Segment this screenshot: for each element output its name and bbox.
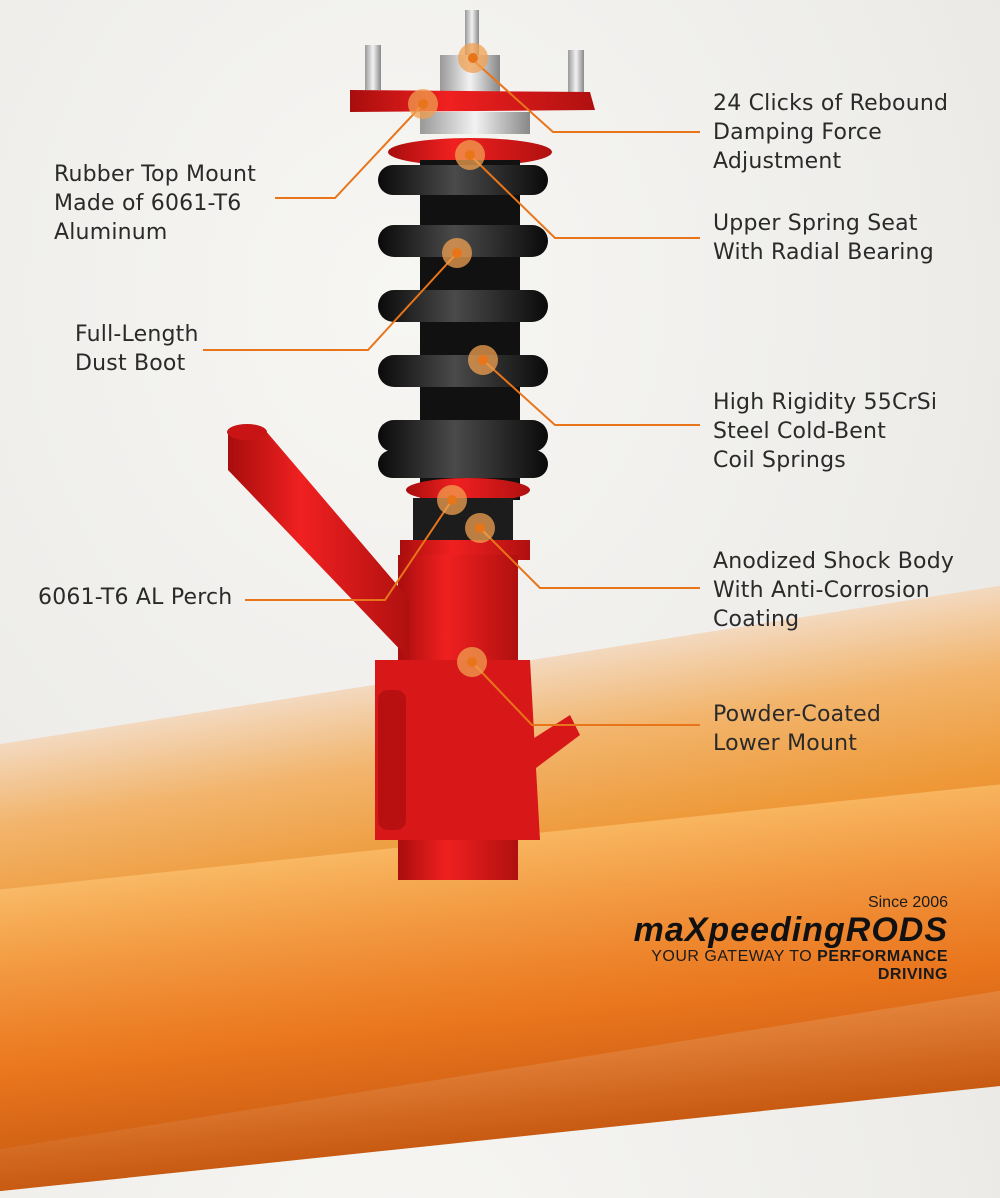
callout-coil-springs: High Rigidity 55CrSi Steel Cold-Bent Coi…: [713, 388, 937, 475]
callout-line: 24 Clicks of Rebound: [713, 91, 949, 116]
callout-line: With Anti-Corrosion: [713, 578, 930, 603]
callout-line: Dust Boot: [75, 351, 186, 376]
callout-rebound-adjustment: 24 Clicks of Rebound Damping Force Adjus…: [713, 89, 948, 176]
callout-line: Powder-Coated: [713, 702, 882, 727]
callout-line: Full-Length: [75, 322, 199, 347]
callout-line: Anodized Shock Body: [713, 549, 955, 574]
callout-upper-spring-seat: Upper Spring Seat With Radial Bearing: [713, 209, 934, 267]
callout-perch: 6061-T6 AL Perch: [38, 583, 232, 612]
callout-top-mount: Rubber Top Mount Made of 6061-T6 Aluminu…: [54, 160, 256, 247]
callout-lower-mount: Powder-Coated Lower Mount: [713, 700, 881, 758]
callout-line: Rubber Top Mount: [54, 162, 257, 187]
logo-since: Since 2006: [867, 894, 948, 911]
tagline-bold: PERFORMANCE DRIVING: [817, 948, 948, 983]
callout-line: Lower Mount: [713, 731, 858, 756]
callout-line: Made of 6061-T6: [54, 191, 242, 216]
callout-line: 6061-T6 AL Perch: [38, 585, 233, 610]
callout-dust-boot: Full-Length Dust Boot: [75, 320, 199, 378]
callout-line: Coating: [713, 607, 800, 632]
callout-line: Damping Force: [713, 120, 882, 145]
callout-shock-body: Anodized Shock Body With Anti-Corrosion …: [713, 547, 954, 634]
callout-line: Aluminum: [54, 220, 168, 245]
callout-line: Steel Cold-Bent: [713, 419, 887, 444]
tagline-prefix: YOUR GATEWAY TO: [651, 948, 818, 965]
callout-line: High Rigidity 55CrSi: [713, 390, 938, 415]
coilover-illustration: [203, 10, 700, 880]
callout-line: With Radial Bearing: [713, 240, 934, 265]
callout-line: Coil Springs: [713, 448, 846, 473]
logo-wordmark: maXpeedingRODS: [633, 911, 948, 949]
logo-tagline: YOUR GATEWAY TO PERFORMANCE DRIVING: [618, 948, 948, 984]
callout-line: Adjustment: [713, 149, 842, 174]
callout-line: Upper Spring Seat: [713, 211, 918, 236]
hotspot-markers: [408, 43, 498, 677]
brand-logo: Since 2006 maXpeedingRODS YOUR GATEWAY T…: [618, 894, 948, 984]
